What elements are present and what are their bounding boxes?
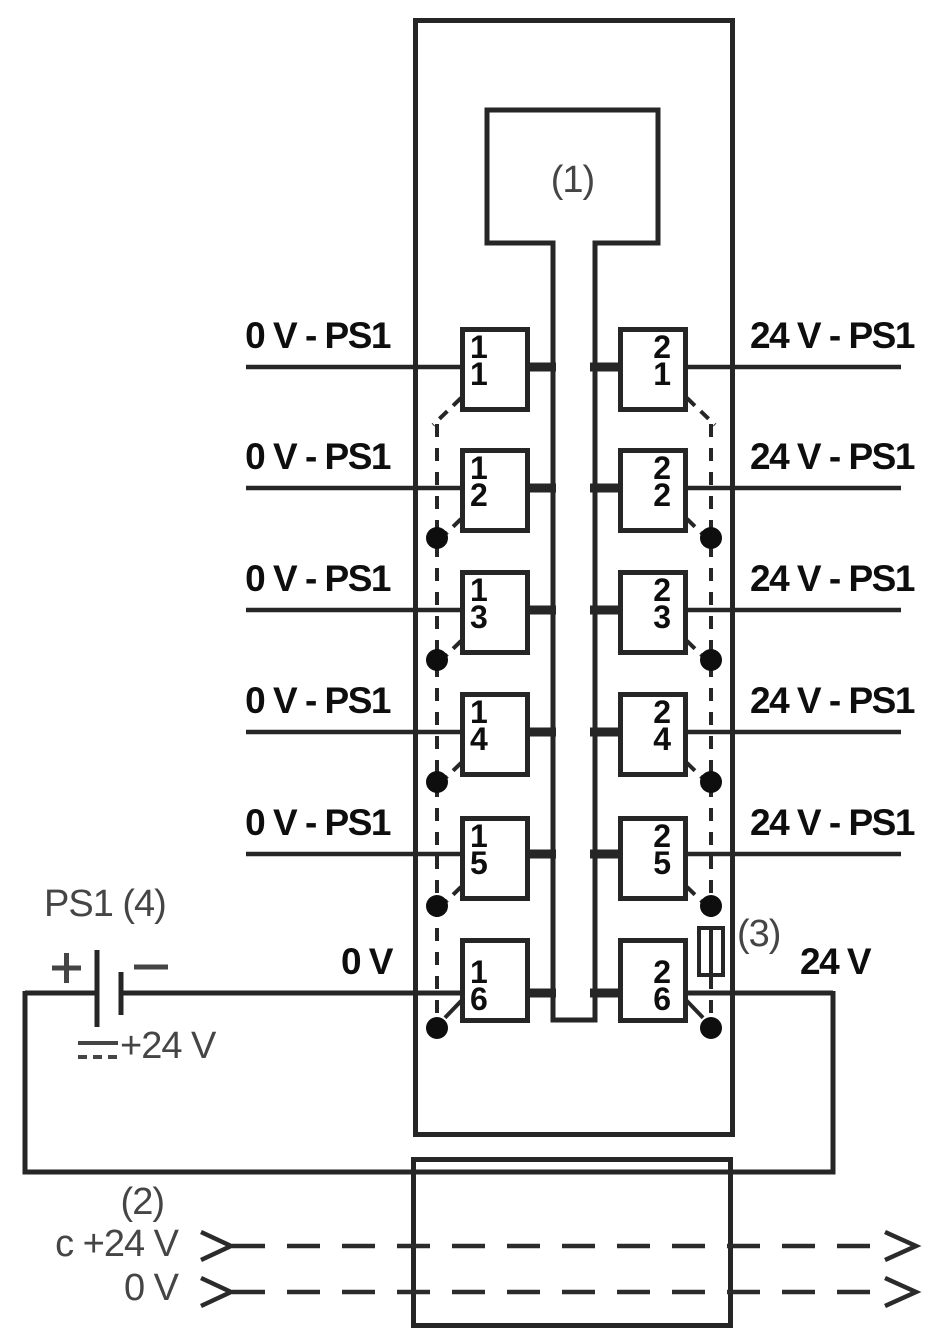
junction-dot <box>426 1017 448 1039</box>
wire-label-24v-ps1-row1: 24 V - PS1 <box>750 315 915 356</box>
bus-line-0v-label: 0 V <box>123 1267 179 1309</box>
supply-circuit-wires <box>22 990 836 1175</box>
terminal-pin-digit: 5 <box>470 845 488 881</box>
module-outline <box>413 18 735 1137</box>
junction-dot <box>426 771 448 793</box>
left-field-wires <box>246 364 462 857</box>
wire-label-24v-ps1-row2: 24 V - PS1 <box>750 436 915 477</box>
wire-label-24v-ps1-row3: 24 V - PS1 <box>750 558 915 599</box>
right-field-wires <box>686 364 901 857</box>
terminal-pin-digit: 6 <box>470 981 488 1017</box>
wire-label-0v-ps1-row5: 0 V - PS1 <box>245 802 391 843</box>
wire-label-24v-ps1-row4: 24 V - PS1 <box>750 680 915 721</box>
wire-label-24v: 24 V <box>800 941 872 982</box>
terminal-1-3: 1 3 <box>460 570 530 655</box>
terminal-group-digit: 2 <box>653 450 671 486</box>
wire-return-loop <box>22 991 836 1175</box>
terminal-pin-digit: 1 <box>470 356 488 392</box>
wire-label-0v-ps1-row4: 0 V - PS1 <box>245 680 391 721</box>
arrow-right-icon <box>200 1275 237 1309</box>
backplane-bus-lines <box>200 1229 922 1309</box>
electronics-block-label: (1) <box>550 159 595 201</box>
junction-dot <box>426 649 448 671</box>
fuse-label: (3) <box>737 913 781 955</box>
terminal-pin-digit: 2 <box>470 477 488 513</box>
terminal-pin-digit: 2 <box>653 477 671 513</box>
wire-label-0v-ps1-row2: 0 V - PS1 <box>245 436 391 477</box>
terminal-pin-digit: 6 <box>653 981 671 1017</box>
junction-dot <box>700 771 722 793</box>
bus-line-24v-label: c +24 V <box>55 1223 179 1265</box>
terminal-pin-digit: 1 <box>653 356 671 392</box>
terminal-group-digit: 2 <box>653 954 671 990</box>
junction-dot <box>426 895 448 917</box>
terminal-pin-digit: 3 <box>470 599 488 635</box>
terminal-1-2: 1 2 <box>460 448 530 533</box>
battery-icon <box>52 950 168 1059</box>
terminal-1-4: 1 4 <box>460 692 530 777</box>
junction-dots <box>426 527 722 1039</box>
terminal-bus-diagonals <box>431 396 717 1029</box>
junction-dot <box>700 649 722 671</box>
arrow-right-icon <box>884 1275 922 1309</box>
terminal-2-1: 2 1 <box>618 327 688 412</box>
terminal-2-6: 2 6 <box>618 938 688 1023</box>
wire-label-0v-ps1-row3: 0 V - PS1 <box>245 558 391 599</box>
terminal-group-digit: 1 <box>470 954 488 990</box>
arrow-right-icon <box>200 1229 237 1263</box>
power-supply-name: PS1 (4) <box>44 883 167 925</box>
terminal-1-6: 1 6 <box>460 938 530 1023</box>
terminal-pin-digit: 4 <box>470 721 488 757</box>
arrow-right-icon <box>884 1229 922 1263</box>
terminal-group-digit: 1 <box>470 450 488 486</box>
terminal-stem-stubs <box>528 362 620 998</box>
terminal-group-digit: 1 <box>470 694 488 730</box>
terminal-2-5: 2 5 <box>618 816 688 901</box>
terminal-1-5: 1 5 <box>460 816 530 901</box>
terminal-pin-digit: 3 <box>653 599 671 635</box>
junction-dot <box>426 527 448 549</box>
terminal-2-4: 2 4 <box>618 692 688 777</box>
wire-label-24v-ps1-row5: 24 V - PS1 <box>750 802 915 843</box>
junction-dot <box>700 1017 722 1039</box>
wire-label-0v-ps1-row1: 0 V - PS1 <box>245 315 391 356</box>
terminal-group-digit: 2 <box>653 572 671 608</box>
terminal-pin-digit: 5 <box>653 845 671 881</box>
terminal-1-1: 1 1 <box>460 327 530 412</box>
terminal-group-digit: 1 <box>470 818 488 854</box>
wire-label-0v: 0 V <box>340 941 394 982</box>
bus-connector-outline <box>411 1157 733 1328</box>
terminal-group-digit: 1 <box>470 572 488 608</box>
power-supply-voltage: +24 V <box>120 1025 216 1067</box>
electronics-block-outline <box>484 107 661 1023</box>
terminal-group-digit: 1 <box>470 329 488 365</box>
terminal-2-3: 2 3 <box>618 570 688 655</box>
junction-dot <box>700 527 722 549</box>
junction-dot <box>700 895 722 917</box>
terminal-group-digit: 2 <box>653 818 671 854</box>
terminal-group-digit: 2 <box>653 329 671 365</box>
bus-label: (2) <box>120 1181 165 1223</box>
terminal-2-2: 2 2 <box>618 448 688 533</box>
terminal-pin-digit: 4 <box>653 721 671 757</box>
internal-dashed-buses <box>435 424 713 1023</box>
terminal-group-digit: 2 <box>653 694 671 730</box>
